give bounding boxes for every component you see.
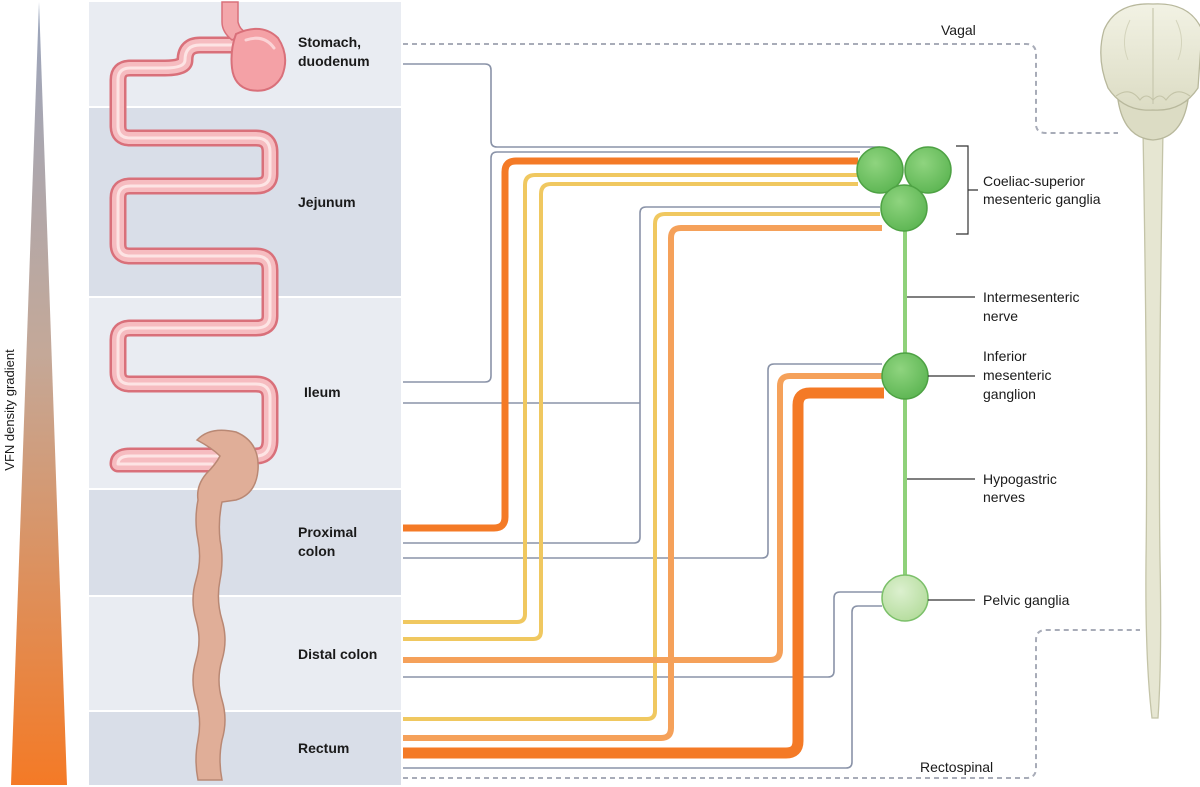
panel-proximal-colon [89,490,401,595]
gut-region-labels: Stomach, duodenum Jejunum Ileum Proximal… [298,34,377,756]
label-proximal-colon-line2: colon [298,543,335,559]
coeliac-bracket [956,145,978,235]
small-intestine-illustration [109,36,279,473]
intermesenteric-label-line1: Intermesenteric [983,289,1079,305]
coeliac-ganglion-1 [856,146,904,194]
vfn-density-gradient-label: VFN density gradient [2,349,17,471]
pelvic-ganglion [881,574,929,622]
vagal-label: Vagal [941,22,976,38]
label-distal-colon: Distal colon [298,646,377,662]
coeliac-label-line1: Coeliac-superior [983,173,1085,189]
hypogastric-label-line1: Hypogastric [983,471,1057,487]
vfn-density-gradient-triangle [11,2,67,785]
inferior-mesenteric-ganglion [881,352,929,400]
hypogastric-label-line2: nerves [983,489,1025,505]
inferior-label-line1: Inferior [983,348,1027,364]
coeliac-ganglia [856,146,952,232]
pelvic-label: Pelvic ganglia [983,592,1070,608]
inferior-label-line2: mesenteric [983,367,1051,383]
label-stomach-line1: Stomach, [298,34,361,50]
intermesenteric-label-line2: nerve [983,308,1018,324]
panel-distal-colon [89,597,401,710]
ganglion-annotations: Coeliac-superior mesenteric ganglia Inte… [983,173,1101,608]
coeliac-ganglion-2 [904,146,952,194]
coeliac-ganglion-3 [880,184,928,232]
coeliac-label-line2: mesenteric ganglia [983,191,1101,207]
colon-illustration [192,429,259,781]
stomach-illustration [221,1,287,92]
light-orange-neural-pathways [403,225,882,741]
panel-rectum [89,712,401,785]
dashed-pathways [403,43,1140,779]
inferior-label-line3: ganglion [983,386,1036,402]
label-stomach-line2: duodenum [298,53,370,69]
label-jejunum: Jejunum [298,194,356,210]
label-proximal-colon-line1: Proximal [298,524,357,540]
annotation-leaders [907,296,975,601]
gut-region-panels [89,2,401,785]
label-ileum: Ileum [304,384,341,400]
dark-orange-neural-pathways [403,157,884,759]
brain-spinal-cord-illustration [1100,3,1200,719]
yellow-neural-pathways [403,173,880,721]
rectospinal-label: Rectospinal [920,759,993,775]
gray-neural-pathways [403,63,882,769]
label-rectum: Rectum [298,740,349,756]
